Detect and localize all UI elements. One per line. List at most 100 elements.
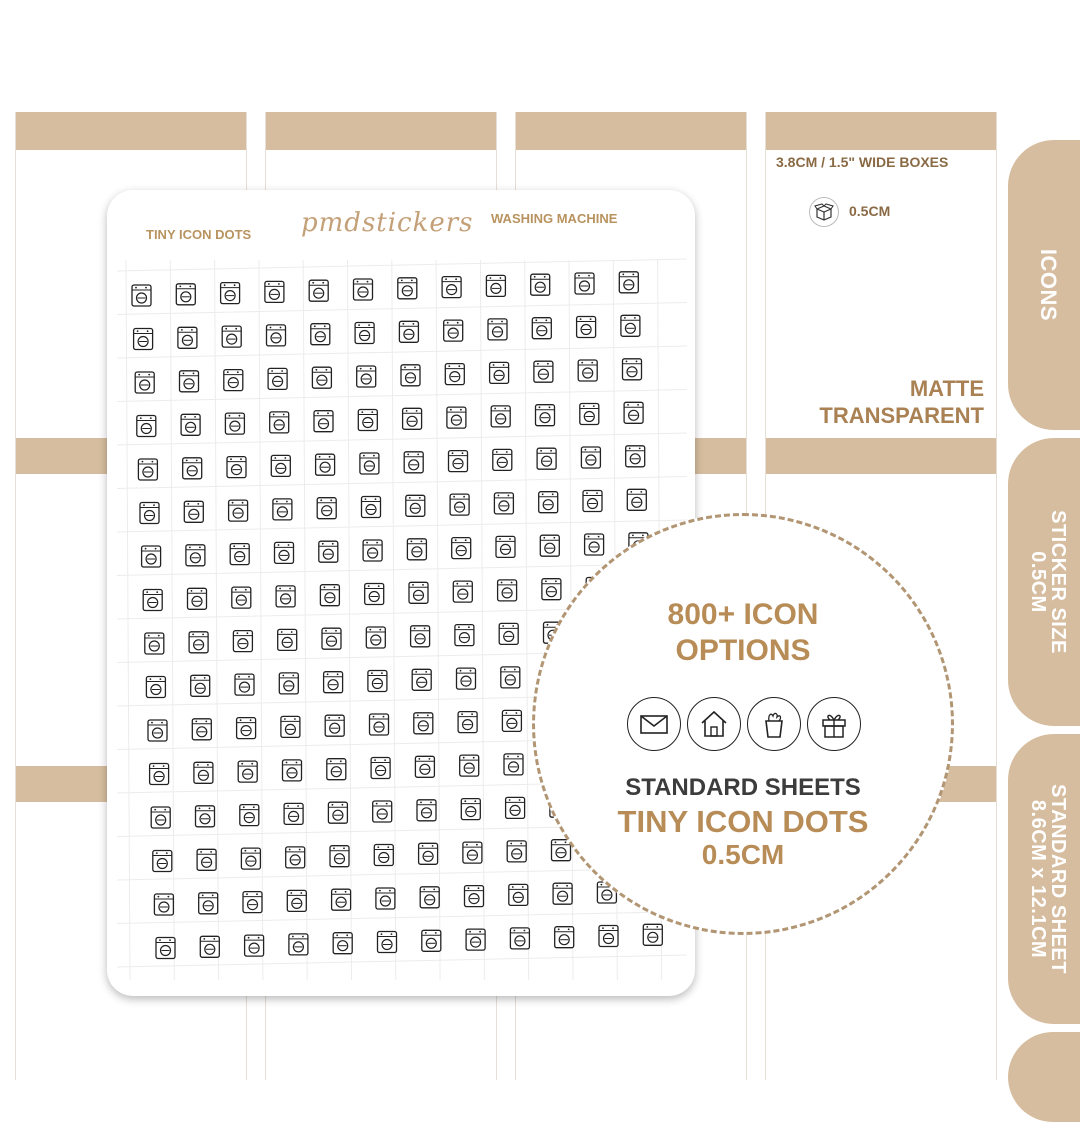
washing-machine-icon [270, 454, 291, 478]
washing-machine-icon [145, 675, 167, 699]
washing-machine-icon [501, 709, 523, 733]
washing-machine-icon [375, 887, 396, 910]
washing-machine-icon [460, 797, 481, 821]
washing-machine-icon [188, 631, 209, 654]
washing-machine-icon [405, 494, 426, 517]
washing-machine-icon [132, 327, 154, 351]
washing-machine-icon [310, 323, 331, 346]
washing-machine-icon [618, 271, 639, 294]
sheet-left-title: TINY ICON DOTS [146, 227, 252, 242]
washing-machine-icon [285, 846, 306, 869]
washing-machine-icon [316, 497, 337, 520]
washing-machine-icon [134, 371, 155, 394]
washing-machine-icon [463, 884, 485, 908]
washing-machine-icon [421, 929, 442, 952]
washing-machine-icon [492, 448, 513, 472]
washing-machine-icon [182, 457, 203, 480]
cut-line [116, 432, 688, 446]
washing-machine-icon [376, 930, 398, 954]
tab-sticker-size[interactable]: STICKER SIZE 0.5CM [1008, 438, 1080, 726]
washing-machine-icon [324, 714, 345, 737]
cut-line [524, 259, 530, 981]
washing-machine-icon [362, 539, 383, 562]
washing-machine-icon [575, 315, 597, 339]
washing-machine-icon [441, 275, 462, 299]
cut-line [116, 389, 688, 402]
washing-machine-icon [191, 718, 212, 741]
washing-machine-icon [131, 284, 152, 307]
washing-machine-icon [417, 842, 439, 865]
washing-machine-icon [504, 796, 526, 820]
tab-standard-sheet[interactable]: STANDARD SHEET 8.6CM x 12.1CM [1008, 734, 1080, 1024]
washing-machine-icon [365, 626, 386, 649]
washing-machine-icon [446, 406, 467, 429]
tab-sticker-size-line1: STICKER SIZE [1047, 510, 1069, 654]
cut-line [302, 259, 308, 981]
cut-line [214, 259, 220, 981]
washing-machine-icon [416, 799, 437, 822]
washing-machine-icon [554, 926, 575, 949]
washing-machine-icon [239, 803, 260, 827]
envelope-icon [627, 697, 681, 751]
tab-icons[interactable]: ICONS [1008, 140, 1080, 430]
washing-machine-icon [454, 623, 475, 647]
washing-machine-icon [574, 272, 595, 295]
washing-machine-icon [411, 668, 432, 691]
washing-machine-icon [267, 367, 288, 391]
washing-machine-icon [226, 455, 247, 479]
washing-machine-icon [577, 359, 598, 382]
washing-machine-icon [142, 588, 163, 612]
washing-machine-icon [219, 281, 241, 305]
washing-machine-icon [550, 839, 572, 862]
washing-machine-icon [538, 491, 559, 514]
washing-machine-icon [354, 321, 375, 345]
column-header-band [766, 112, 996, 150]
cut-line [435, 259, 441, 981]
cut-line [116, 476, 688, 489]
washing-machine-icon [183, 500, 204, 523]
washing-machine-icon [493, 492, 515, 515]
washing-machine-icon [598, 924, 619, 948]
washing-machine-icon [147, 719, 168, 742]
grocery-bag-icon [747, 697, 801, 751]
washing-machine-icon [153, 893, 175, 916]
washing-machine-icon [447, 449, 469, 473]
washing-machine-icon [364, 582, 385, 606]
washing-machine-icon [278, 672, 299, 695]
washing-machine-icon [139, 501, 160, 525]
washing-machine-icon [269, 411, 290, 434]
washing-machine-icon [136, 414, 157, 438]
washing-machine-icon [227, 499, 249, 522]
washing-machine-icon [232, 629, 254, 653]
tab-sticker-size-label: STICKER SIZE 0.5CM [1027, 510, 1069, 654]
washing-machine-icon [242, 890, 263, 914]
tab-standard-sheet-label: STANDARD SHEET 8.6CM x 12.1CM [1027, 784, 1069, 974]
washing-machine-icon [444, 362, 465, 386]
washing-machine-icon [457, 710, 478, 734]
badge-line-size: 0.5CM [701, 839, 785, 870]
washing-machine-icon [533, 360, 554, 383]
cut-line [125, 259, 131, 981]
washing-machine-icon [359, 452, 380, 475]
washing-machine-icon [175, 283, 196, 306]
washing-machine-icon [177, 326, 198, 349]
washing-machine-icon [231, 586, 252, 609]
washing-machine-icon [490, 405, 511, 428]
washing-machine-icon [330, 888, 352, 911]
tab-standard-sheet-line2: 8.6CM x 12.1CM [1027, 799, 1049, 959]
washing-machine-icon [286, 889, 307, 913]
washing-machine-icon [243, 934, 265, 957]
washing-machine-icon [234, 673, 255, 696]
cut-line [116, 954, 688, 968]
cut-line [116, 258, 688, 272]
washing-machine-icon [150, 806, 171, 829]
cut-line [169, 259, 175, 981]
washing-machine-icon [621, 358, 643, 381]
washing-machine-icon [240, 847, 262, 870]
washing-machine-icon [449, 493, 470, 516]
washing-machine-icon [313, 410, 334, 433]
cut-line [116, 563, 688, 576]
badge-headline-2: OPTIONS [675, 634, 811, 667]
washing-machine-icon [500, 666, 521, 689]
washing-machine-icon [314, 453, 336, 476]
